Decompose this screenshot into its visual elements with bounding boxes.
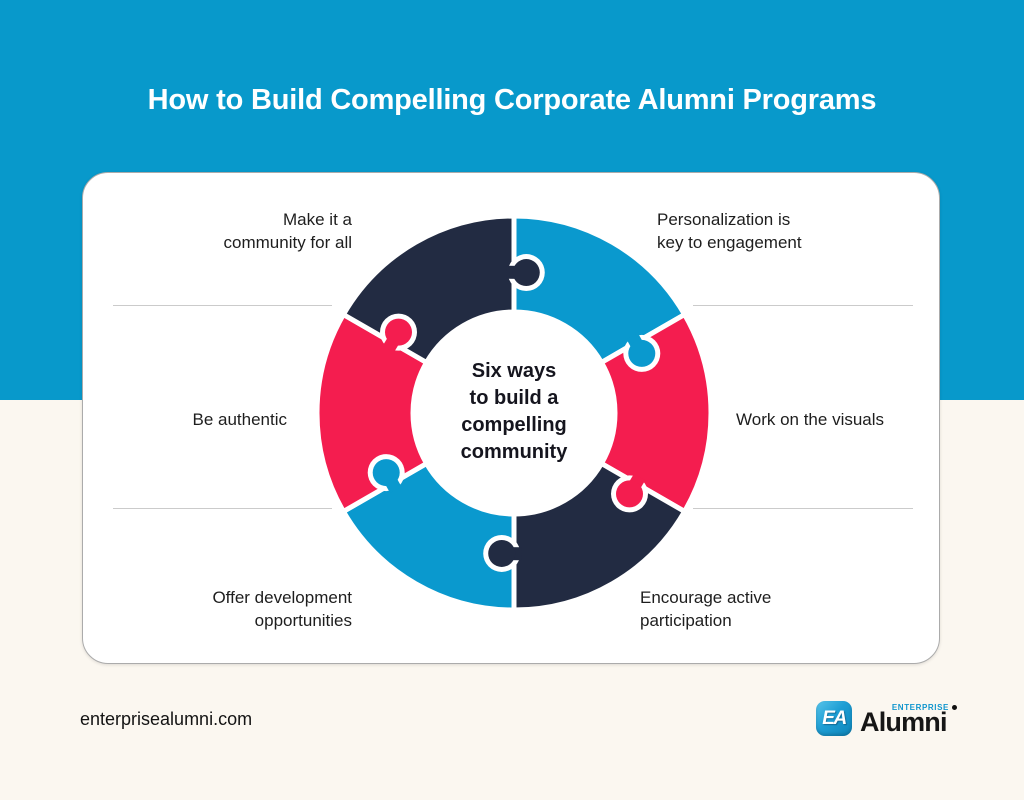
ea-logo-badge-icon: EA	[816, 701, 852, 736]
puzzle-ring	[314, 213, 714, 613]
puzzle-knob-visuals	[616, 480, 644, 508]
website-url: enterprisealumni.com	[80, 709, 253, 729]
label-participation: Encourage active participation	[640, 588, 772, 630]
label-work-on-visuals: Work on the visuals	[736, 410, 885, 429]
logo-enterprise-row: ENTERPRISE	[892, 703, 957, 712]
logo-wordmark: ENTERPRISE Alumni	[860, 701, 957, 739]
label-be-authentic: Be authentic	[192, 410, 287, 429]
diagram-center-text: Six ways to build a compelling community	[460, 360, 568, 463]
puzzle-knob-community	[512, 259, 540, 287]
puzzle-knob-personalization	[628, 339, 656, 367]
connector-line-top-right	[693, 305, 913, 306]
connector-line-bottom-right	[693, 508, 913, 509]
ea-badge-text: EA	[822, 707, 847, 729]
logo-alumni-text: Alumni	[860, 707, 948, 737]
label-community-for-all: Make it a community for all	[223, 210, 352, 252]
logo-dot-icon	[952, 705, 957, 710]
puzzle-piece-personalization	[511, 213, 688, 365]
logo-enterprise-text: ENTERPRISE	[891, 703, 949, 712]
diagram-card: Make it a community for all Personalizat…	[82, 172, 940, 664]
enterprise-alumni-logo: EA ENTERPRISE Alumni	[816, 701, 957, 739]
puzzle-knob-authentic	[384, 318, 412, 346]
page-title: How to Build Compelling Corporate Alumni…	[147, 84, 877, 116]
connector-line-bottom-left	[113, 508, 332, 509]
puzzle-knob-participation	[488, 539, 516, 567]
puzzle-knob-development	[372, 459, 400, 487]
label-development: Offer development opportunities	[212, 588, 352, 630]
puzzle-piece-development	[340, 461, 517, 613]
label-personalization: Personalization is key to engagement	[657, 210, 802, 252]
connector-line-top-left	[113, 305, 332, 306]
